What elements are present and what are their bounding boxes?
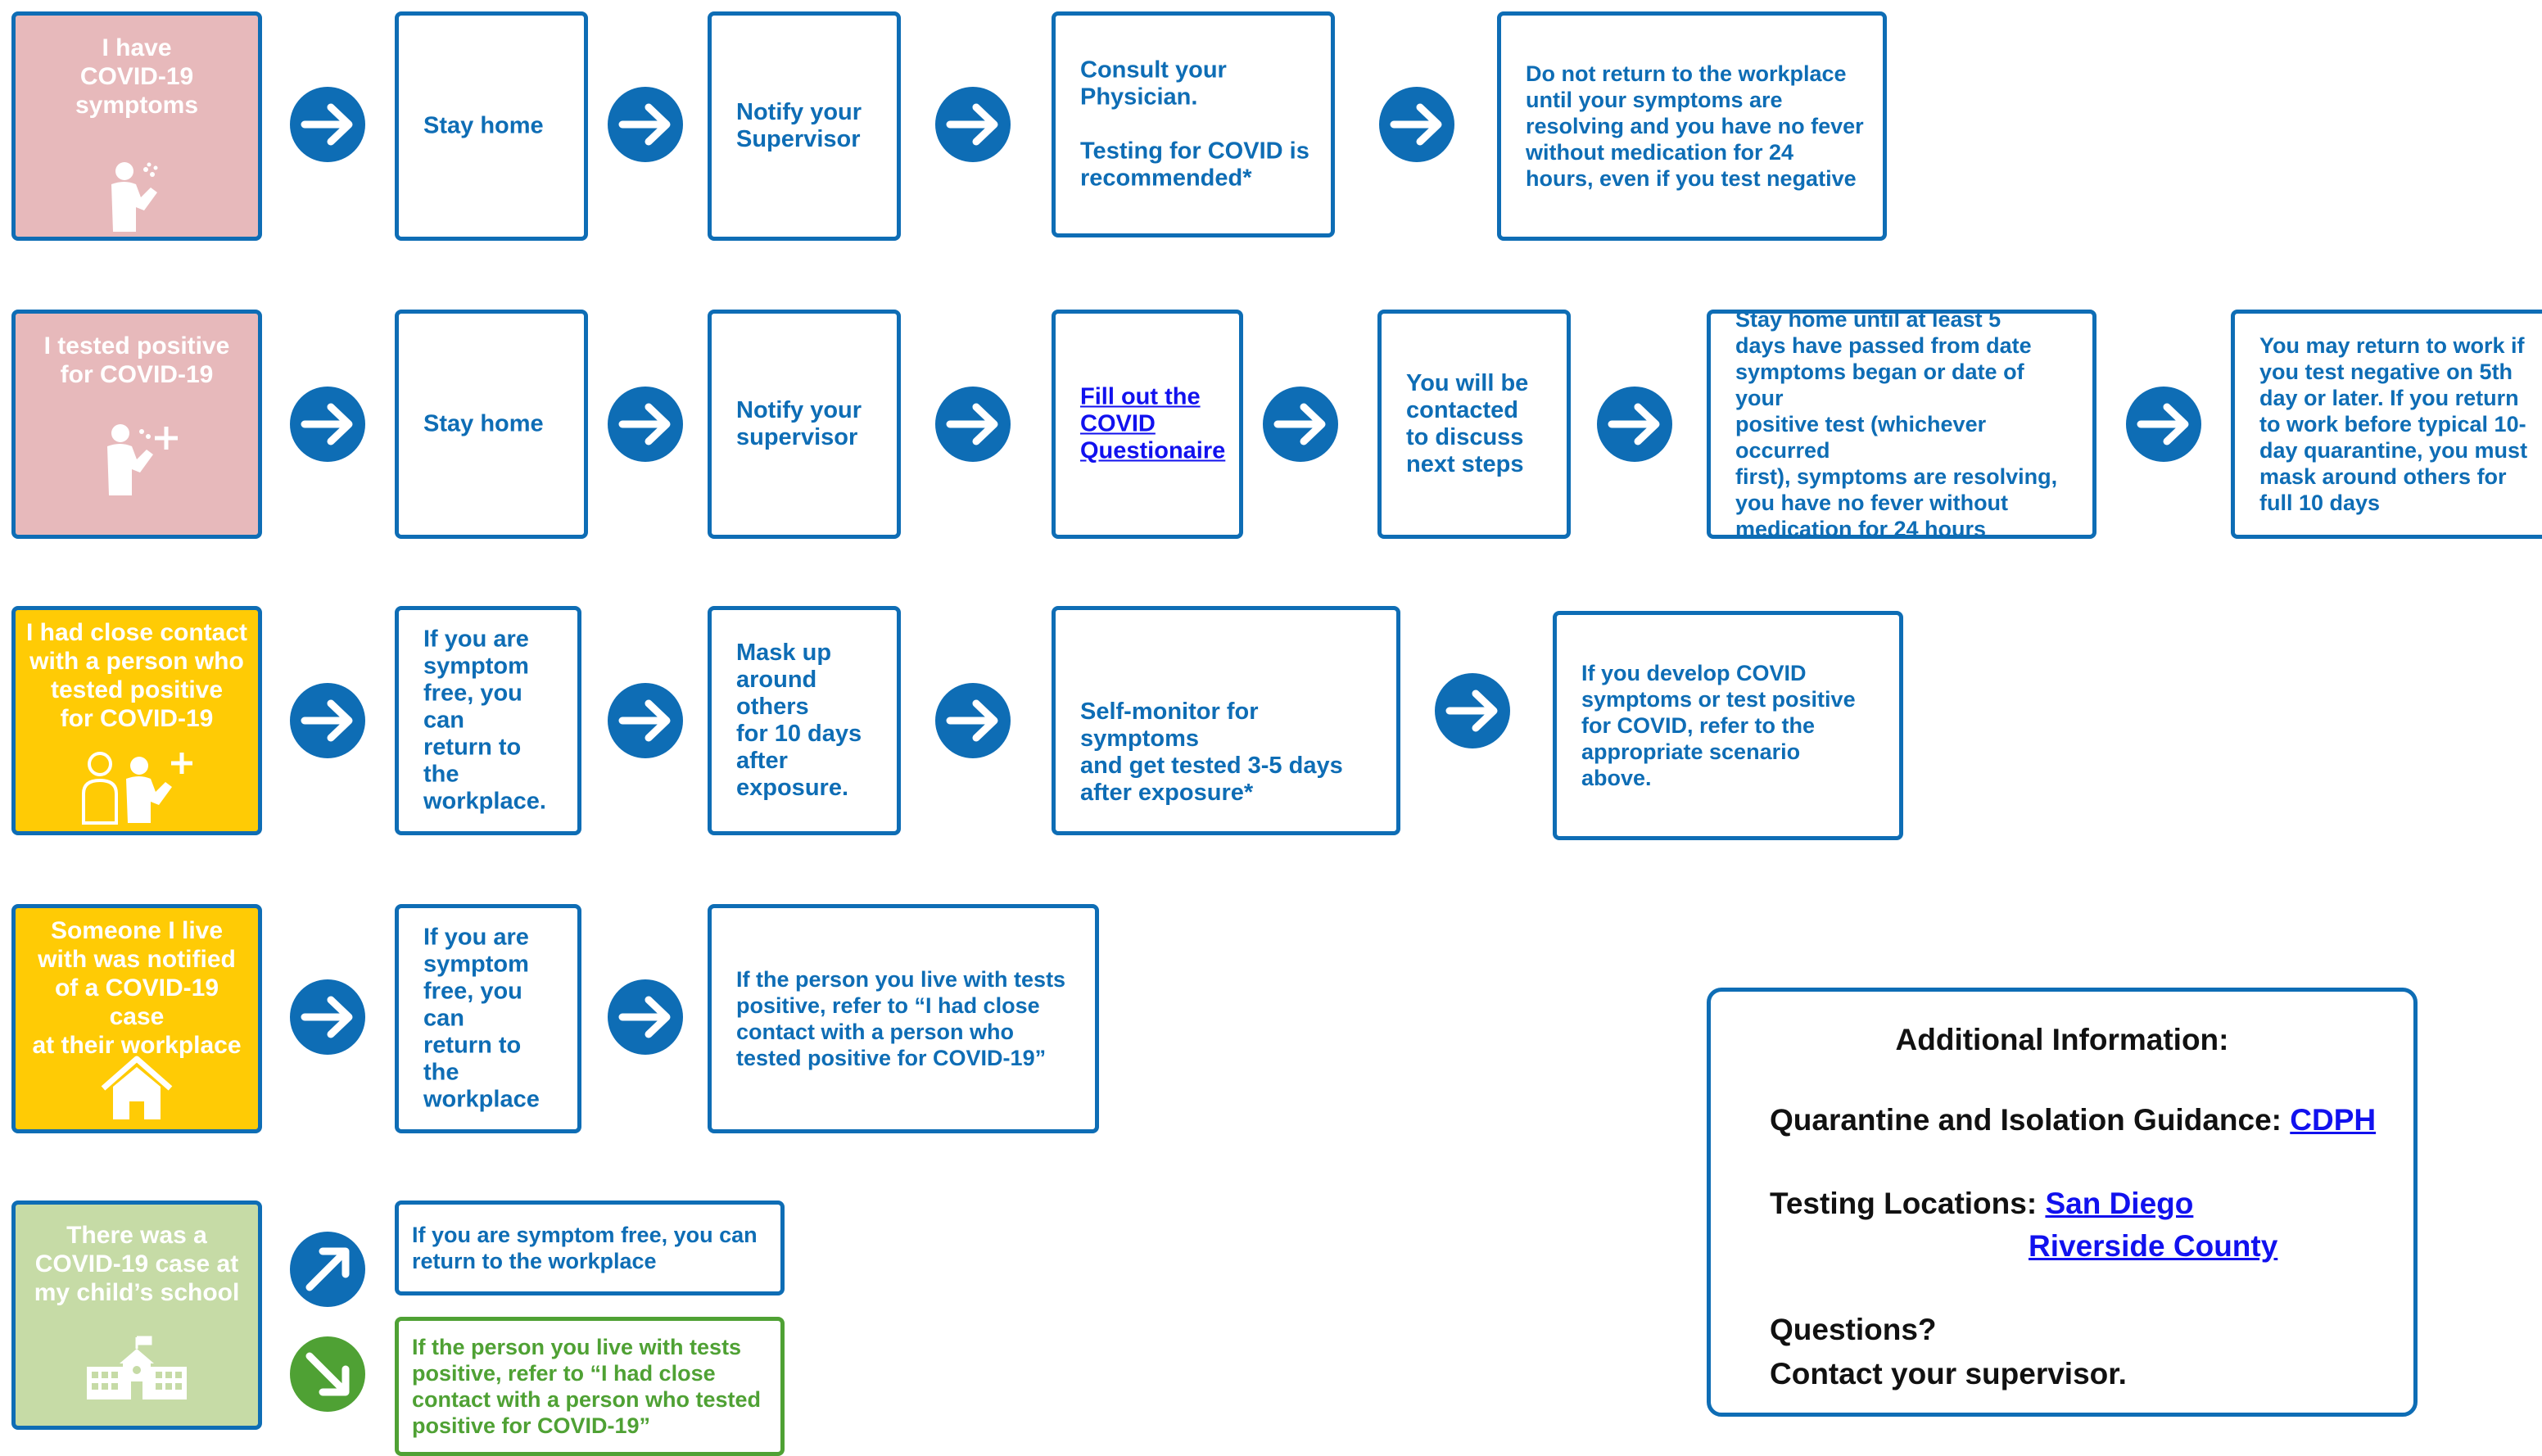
step-stay-home-5-days: Stay home until at least 5 days have pas…: [1707, 307, 2096, 541]
step-text: Self-monitor for symptoms and get tested…: [1080, 699, 1343, 806]
step-text: You will be contacted to discuss next st…: [1406, 370, 1529, 477]
step-text: If you are symptom free, you can return …: [423, 626, 546, 815]
arrow-right-icon: [1377, 85, 1456, 164]
arrow-right-icon: [606, 681, 685, 760]
scenario-symptoms: I have COVID-19 symptoms: [11, 11, 262, 241]
house-icon: [101, 1056, 173, 1119]
step-notify-supervisor: Notify your Supervisor: [708, 11, 901, 241]
step-text: If you are symptom free, you can return …: [412, 1223, 758, 1273]
scenario-school-case: There was a COVID-19 case at my child’s …: [11, 1201, 262, 1430]
arrow-right-icon: [288, 85, 367, 164]
testing-row: Testing Locations: San Diego: [1770, 1187, 2193, 1221]
arrow-right-icon: [288, 385, 367, 463]
contact-text: Contact your supervisor.: [1770, 1357, 2127, 1390]
questionnaire-link[interactable]: Fill out the COVID Questionaire: [1080, 383, 1226, 464]
step-text: Stay home until at least 5 days have pas…: [1735, 307, 2058, 541]
scenario-label: Someone I live with was notified of a CO…: [32, 917, 242, 1059]
info-heading: Additional Information:: [1895, 1023, 2229, 1056]
step-text: Notify your Supervisor: [736, 99, 862, 152]
scenario-label: There was a COVID-19 case at my child’s …: [34, 1222, 240, 1306]
arrow-right-icon: [1433, 671, 1512, 750]
arrow-right-icon: [1261, 385, 1340, 463]
step-stay-home: Stay home: [395, 310, 588, 539]
step-do-not-return: Do not return to the workplace until you…: [1497, 11, 1887, 241]
arrow-right-icon: [606, 385, 685, 463]
step-develop-symptoms: If you develop COVID symptoms or test po…: [1553, 611, 1903, 840]
step-fill-questionnaire[interactable]: Fill out the COVID Questionaire: [1052, 310, 1243, 539]
step-self-monitor: Self-monitor for symptoms and get tested…: [1052, 606, 1400, 835]
step-symptom-free-return: If you are symptom free, you can return …: [395, 606, 581, 835]
step-refer-close-contact: If the person you live with tests positi…: [708, 904, 1099, 1133]
step-stay-home: Stay home: [395, 11, 588, 241]
step-text: Do not return to the workplace until you…: [1526, 61, 1864, 191]
san-diego-link[interactable]: San Diego: [2045, 1187, 2194, 1220]
scenario-label: I tested positive for COVID-19: [43, 332, 230, 388]
step-text: If you are symptom free, you can return …: [423, 924, 540, 1113]
testing-row-2: Riverside County: [2029, 1229, 2277, 1264]
arrow-right-icon: [934, 385, 1012, 463]
arrow-right-icon: [934, 681, 1012, 760]
coughing-person-icon: [111, 162, 158, 232]
arrow-right-icon: [934, 85, 1012, 164]
guidance-label: Quarantine and Isolation Guidance:: [1770, 1103, 2291, 1137]
step-text: You may return to work if you test negat…: [2259, 333, 2528, 515]
additional-info-panel: Additional Information: Quarantine and I…: [1707, 988, 2418, 1417]
arrow-right-icon: [1595, 385, 1674, 463]
step-symptom-free-return: If you are symptom free, you can return …: [395, 1201, 785, 1295]
step-text: If you develop COVID symptoms or test po…: [1581, 661, 1856, 790]
school-icon: [87, 1336, 187, 1399]
scenario-tested-positive: I tested positive for COVID-19: [11, 310, 262, 539]
step-text: Consult your Physician. Testing for COVI…: [1080, 57, 1309, 192]
step-text: If the person you live with tests positi…: [736, 967, 1066, 1070]
step-return-to-work: You may return to work if you test negat…: [2231, 310, 2542, 539]
arrow-right-icon: [2124, 385, 2203, 463]
arrow-down-right-icon: [290, 1336, 365, 1412]
questions-text: Questions?: [1770, 1313, 1937, 1346]
step-consult-physician: Consult your Physician. Testing for COVI…: [1052, 11, 1335, 237]
scenario-close-contact: I had close contact with a person who te…: [11, 606, 262, 835]
step-mask-up: Mask up around others for 10 days after …: [708, 606, 901, 835]
two-people-plus-icon: [82, 752, 192, 825]
arrow-right-icon: [288, 681, 367, 760]
sick-person-plus-icon: [107, 424, 178, 495]
guidance-row: Quarantine and Isolation Guidance: CDPH: [1770, 1103, 2376, 1137]
step-notify-supervisor: Notify your supervisor: [708, 310, 901, 539]
cdph-link[interactable]: CDPH: [2290, 1103, 2377, 1137]
scenario-label: I have COVID-19 symptoms: [75, 34, 199, 119]
step-refer-close-contact-green: If the person you live with tests positi…: [395, 1317, 785, 1456]
step-text: Mask up around others for 10 days after …: [736, 640, 862, 801]
step-text: Notify your supervisor: [736, 397, 862, 450]
step-text: Stay home: [423, 112, 544, 139]
testing-label: Testing Locations:: [1770, 1187, 2046, 1220]
arrow-up-right-icon: [290, 1232, 365, 1307]
scenario-household-notified: Someone I live with was notified of a CO…: [11, 904, 262, 1133]
scenario-label: I had close contact with a person who te…: [25, 619, 248, 732]
step-text: If the person you live with tests positi…: [412, 1335, 762, 1438]
arrow-right-icon: [606, 978, 685, 1056]
step-symptom-free-return: If you are symptom free, you can return …: [395, 904, 581, 1133]
step-contacted: You will be contacted to discuss next st…: [1377, 310, 1571, 539]
arrow-right-icon: [288, 978, 367, 1056]
step-text: Stay home: [423, 410, 544, 437]
arrow-right-icon: [606, 85, 685, 164]
riverside-county-link[interactable]: Riverside County: [2029, 1229, 2278, 1263]
